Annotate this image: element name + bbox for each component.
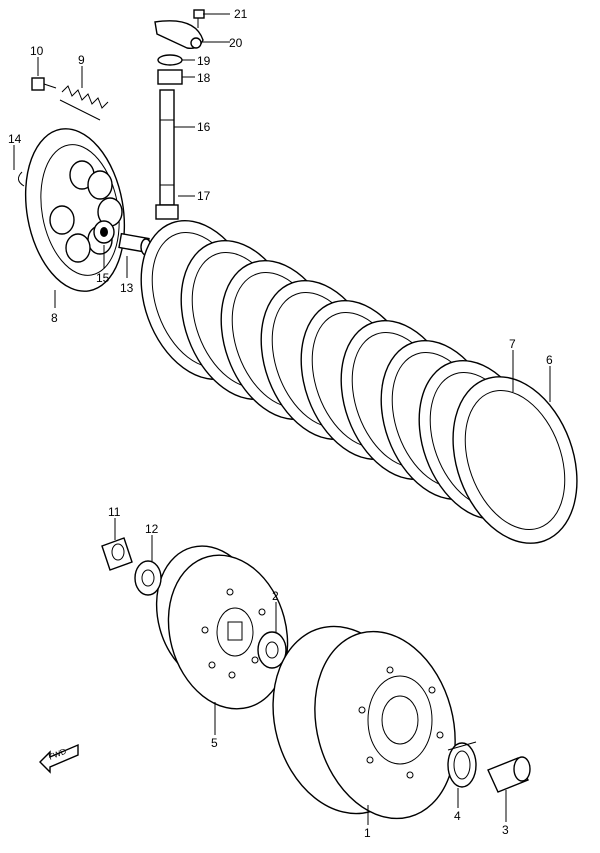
clutch-plate-stack: [140, 219, 578, 544]
callout-18: 18: [197, 71, 211, 85]
callout-19: 19: [197, 54, 211, 68]
bearing-18: [157, 69, 183, 85]
callout-20: 20: [229, 36, 243, 50]
arm-bolt: [193, 9, 205, 28]
spring: [59, 85, 109, 121]
oil-seal-17: [155, 204, 179, 220]
callout-15: 15: [96, 271, 110, 285]
spacer: [101, 537, 133, 571]
callout-12: 12: [145, 522, 159, 536]
callout-16: 16: [197, 120, 211, 134]
bolt: [31, 77, 57, 91]
callout-6: 6: [546, 353, 553, 367]
thrust-washer: [257, 631, 287, 669]
callout-9: 9: [78, 53, 85, 67]
callout-5: 5: [211, 736, 218, 750]
clutch-sleeve-hub: [272, 625, 456, 820]
circlip: [18, 171, 25, 187]
callout-1: 1: [364, 826, 371, 840]
fwd-arrow-icon: FWD: [39, 743, 79, 774]
callout-11: 11: [108, 505, 121, 519]
lock-washer: [134, 560, 162, 596]
callout-10: 10: [30, 44, 44, 58]
washer: [157, 54, 183, 66]
callout-2: 2: [272, 589, 279, 603]
callout-13: 13: [120, 281, 134, 295]
callout-14: 14: [8, 132, 22, 146]
clutch-housing: [155, 545, 289, 710]
callout-7: 7: [509, 337, 516, 351]
leader-lines: [13, 13, 551, 825]
needle-bearing: [447, 741, 477, 788]
release-shaft: [159, 89, 175, 206]
callout-4: 4: [454, 809, 461, 823]
callout-8: 8: [51, 311, 58, 325]
callout-17: 17: [197, 189, 211, 203]
callout-3: 3: [502, 823, 509, 837]
release-arm: [154, 20, 204, 50]
pressure-plate: [24, 128, 126, 292]
callout-21: 21: [234, 7, 248, 21]
bush: [487, 756, 531, 793]
